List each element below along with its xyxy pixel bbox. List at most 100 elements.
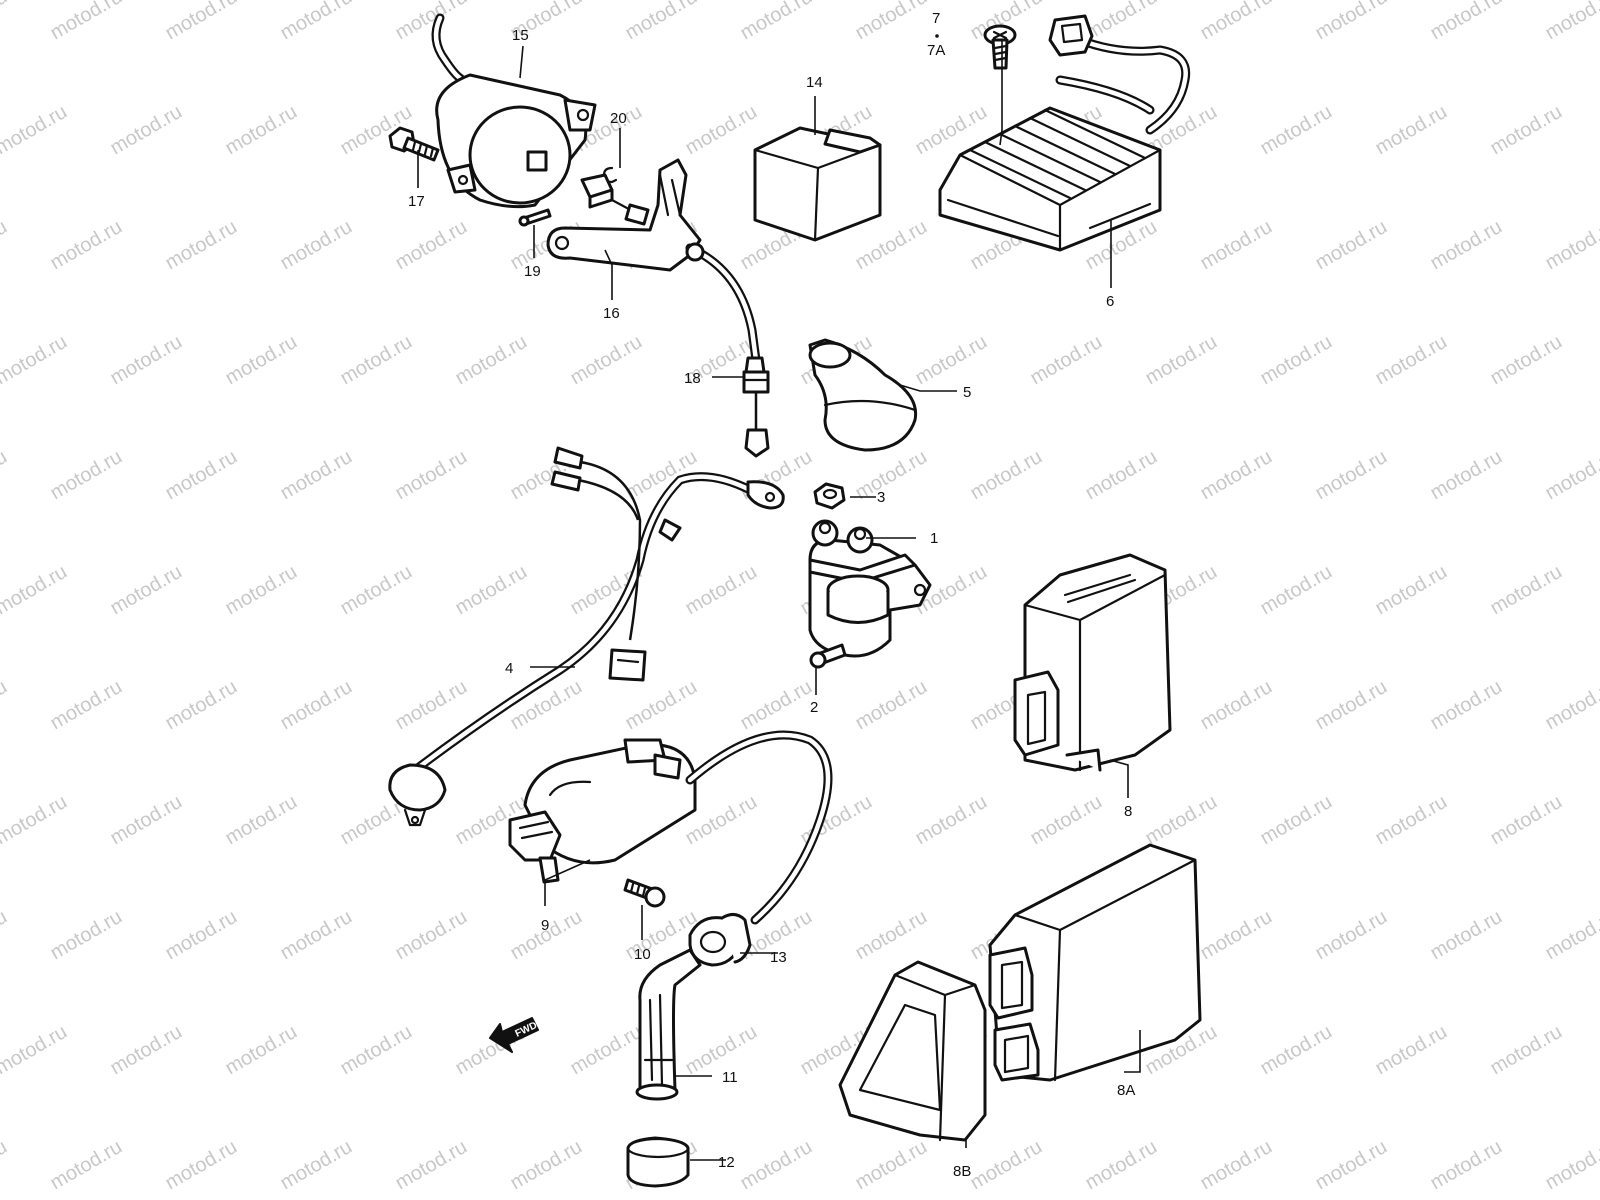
watermark-text: motod.ru bbox=[682, 561, 761, 620]
watermark-text: motod.ru bbox=[392, 906, 471, 965]
leader-lines bbox=[417, 40, 1141, 1161]
watermark-text: motod.ru bbox=[0, 1136, 11, 1195]
watermark-text: motod.ru bbox=[162, 446, 241, 505]
callout-16: 16 bbox=[603, 305, 620, 322]
watermark-text: motod.ru bbox=[567, 331, 646, 390]
watermark-text: motod.ru bbox=[967, 446, 1046, 505]
watermark-text: motod.ru bbox=[452, 331, 531, 390]
watermark-text: motod.ru bbox=[1197, 0, 1276, 44]
watermark-text: motod.ru bbox=[507, 1136, 586, 1195]
watermark-text: motod.ru bbox=[107, 1021, 186, 1080]
watermark-text: motod.ru bbox=[47, 0, 126, 44]
watermark-text: motod.ru bbox=[162, 906, 241, 965]
watermark-text: motod.ru bbox=[337, 1021, 416, 1080]
watermark-text: motod.ru bbox=[47, 1136, 126, 1195]
watermark-text: motod.ru bbox=[162, 0, 241, 44]
callout-7: 7 bbox=[932, 10, 940, 27]
watermark-text: motod.ru bbox=[1542, 446, 1600, 505]
watermark-text: motod.ru bbox=[222, 331, 301, 390]
watermark-text: motod.ru bbox=[47, 676, 126, 735]
callout-19: 19 bbox=[524, 263, 541, 280]
callout-7a: 7A bbox=[927, 42, 945, 59]
callout-1: 1 bbox=[930, 530, 938, 547]
watermark-text: motod.ru bbox=[1197, 446, 1276, 505]
callout-9: 9 bbox=[541, 917, 549, 934]
watermark-text: motod.ru bbox=[1372, 101, 1451, 160]
watermark-text: motod.ru bbox=[1427, 906, 1506, 965]
cover-part-8b bbox=[838, 960, 987, 1142]
callout-12: 12 bbox=[718, 1154, 735, 1171]
watermark-text: motod.ru bbox=[1372, 561, 1451, 620]
watermark-text: motod.ru bbox=[47, 906, 126, 965]
watermark-text: motod.ru bbox=[107, 561, 186, 620]
watermark-text: motod.ru bbox=[0, 791, 71, 850]
watermark-text: motod.ru bbox=[567, 1021, 646, 1080]
callout-separator-dot bbox=[935, 34, 939, 38]
watermark-text: motod.ru bbox=[912, 791, 991, 850]
watermark-text: motod.ru bbox=[1312, 216, 1391, 275]
watermark-text: motod.ru bbox=[852, 216, 931, 275]
watermark-text: motod.ru bbox=[0, 216, 11, 275]
callout-8: 8 bbox=[1124, 803, 1132, 820]
watermark-text: motod.ru bbox=[852, 446, 931, 505]
watermark-text: motod.ru bbox=[1372, 331, 1451, 390]
callout-3: 3 bbox=[877, 489, 885, 506]
watermark-text: motod.ru bbox=[1487, 331, 1566, 390]
callout-5: 5 bbox=[963, 384, 971, 401]
callout-4: 4 bbox=[505, 660, 513, 677]
bolt-part-17 bbox=[388, 126, 440, 162]
seal-part-13 bbox=[688, 913, 752, 967]
watermark-text: motod.ru bbox=[162, 676, 241, 735]
watermark-text: motod.ru bbox=[852, 1136, 931, 1195]
callout-2: 2 bbox=[810, 699, 818, 716]
watermark-text: motod.ru bbox=[1487, 101, 1566, 160]
watermark-text: motod.ru bbox=[1427, 0, 1506, 44]
watermark-text: motod.ru bbox=[622, 0, 701, 44]
screw-part-7 bbox=[983, 24, 1017, 70]
watermark-text: motod.ru bbox=[392, 676, 471, 735]
watermark-text: motod.ru bbox=[392, 0, 471, 44]
watermark-text: motod.ru bbox=[1257, 791, 1336, 850]
watermark-text: motod.ru bbox=[1542, 676, 1600, 735]
watermark-text: motod.ru bbox=[1312, 906, 1391, 965]
watermark-text: motod.ru bbox=[1257, 101, 1336, 160]
watermark-text: motod.ru bbox=[682, 101, 761, 160]
watermark-text: motod.ru bbox=[507, 906, 586, 965]
watermark-text: motod.ru bbox=[0, 676, 11, 735]
watermark-text: motod.ru bbox=[0, 906, 11, 965]
nut-part-3 bbox=[813, 482, 846, 510]
watermark-text: motod.ru bbox=[1197, 906, 1276, 965]
watermark-text: motod.ru bbox=[852, 676, 931, 735]
watermark-text: motod.ru bbox=[1542, 0, 1600, 44]
watermark-text: motod.ru bbox=[162, 1136, 241, 1195]
watermark-text: motod.ru bbox=[277, 906, 356, 965]
watermark-text: motod.ru bbox=[222, 1021, 301, 1080]
watermark-text: motod.ru bbox=[0, 446, 11, 505]
cap-part-12 bbox=[626, 1136, 690, 1188]
watermark-text: motod.ru bbox=[1312, 676, 1391, 735]
plug-cap-part-11 bbox=[635, 948, 702, 1101]
cdi-unit-part-8a bbox=[988, 843, 1202, 1082]
starter-relay-part-1 bbox=[808, 519, 932, 658]
watermark-text: motod.ru bbox=[107, 331, 186, 390]
callout-10: 10 bbox=[634, 946, 651, 963]
watermark-text: motod.ru bbox=[1257, 561, 1336, 620]
watermark-text: motod.ru bbox=[912, 331, 991, 390]
watermark-text: motod.ru bbox=[1312, 446, 1391, 505]
callout-15: 15 bbox=[512, 27, 529, 44]
watermark-text: motod.ru bbox=[737, 1136, 816, 1195]
watermark-text: motod.ru bbox=[277, 446, 356, 505]
ignition-coil-part-9 bbox=[508, 730, 833, 925]
watermark-text: motod.ru bbox=[507, 676, 586, 735]
watermark-text: motod.ru bbox=[1312, 1136, 1391, 1195]
pin-part-19 bbox=[518, 208, 552, 227]
watermark-text: motod.ru bbox=[1372, 791, 1451, 850]
watermark-text: motod.ru bbox=[392, 216, 471, 275]
watermark-text: motod.ru bbox=[222, 561, 301, 620]
watermark-text: motod.ru bbox=[1142, 331, 1221, 390]
watermark-text: motod.ru bbox=[452, 561, 531, 620]
watermark-text: motod.ru bbox=[162, 216, 241, 275]
watermark-text: motod.ru bbox=[1427, 676, 1506, 735]
switch-bracket-part-16 bbox=[546, 158, 761, 365]
